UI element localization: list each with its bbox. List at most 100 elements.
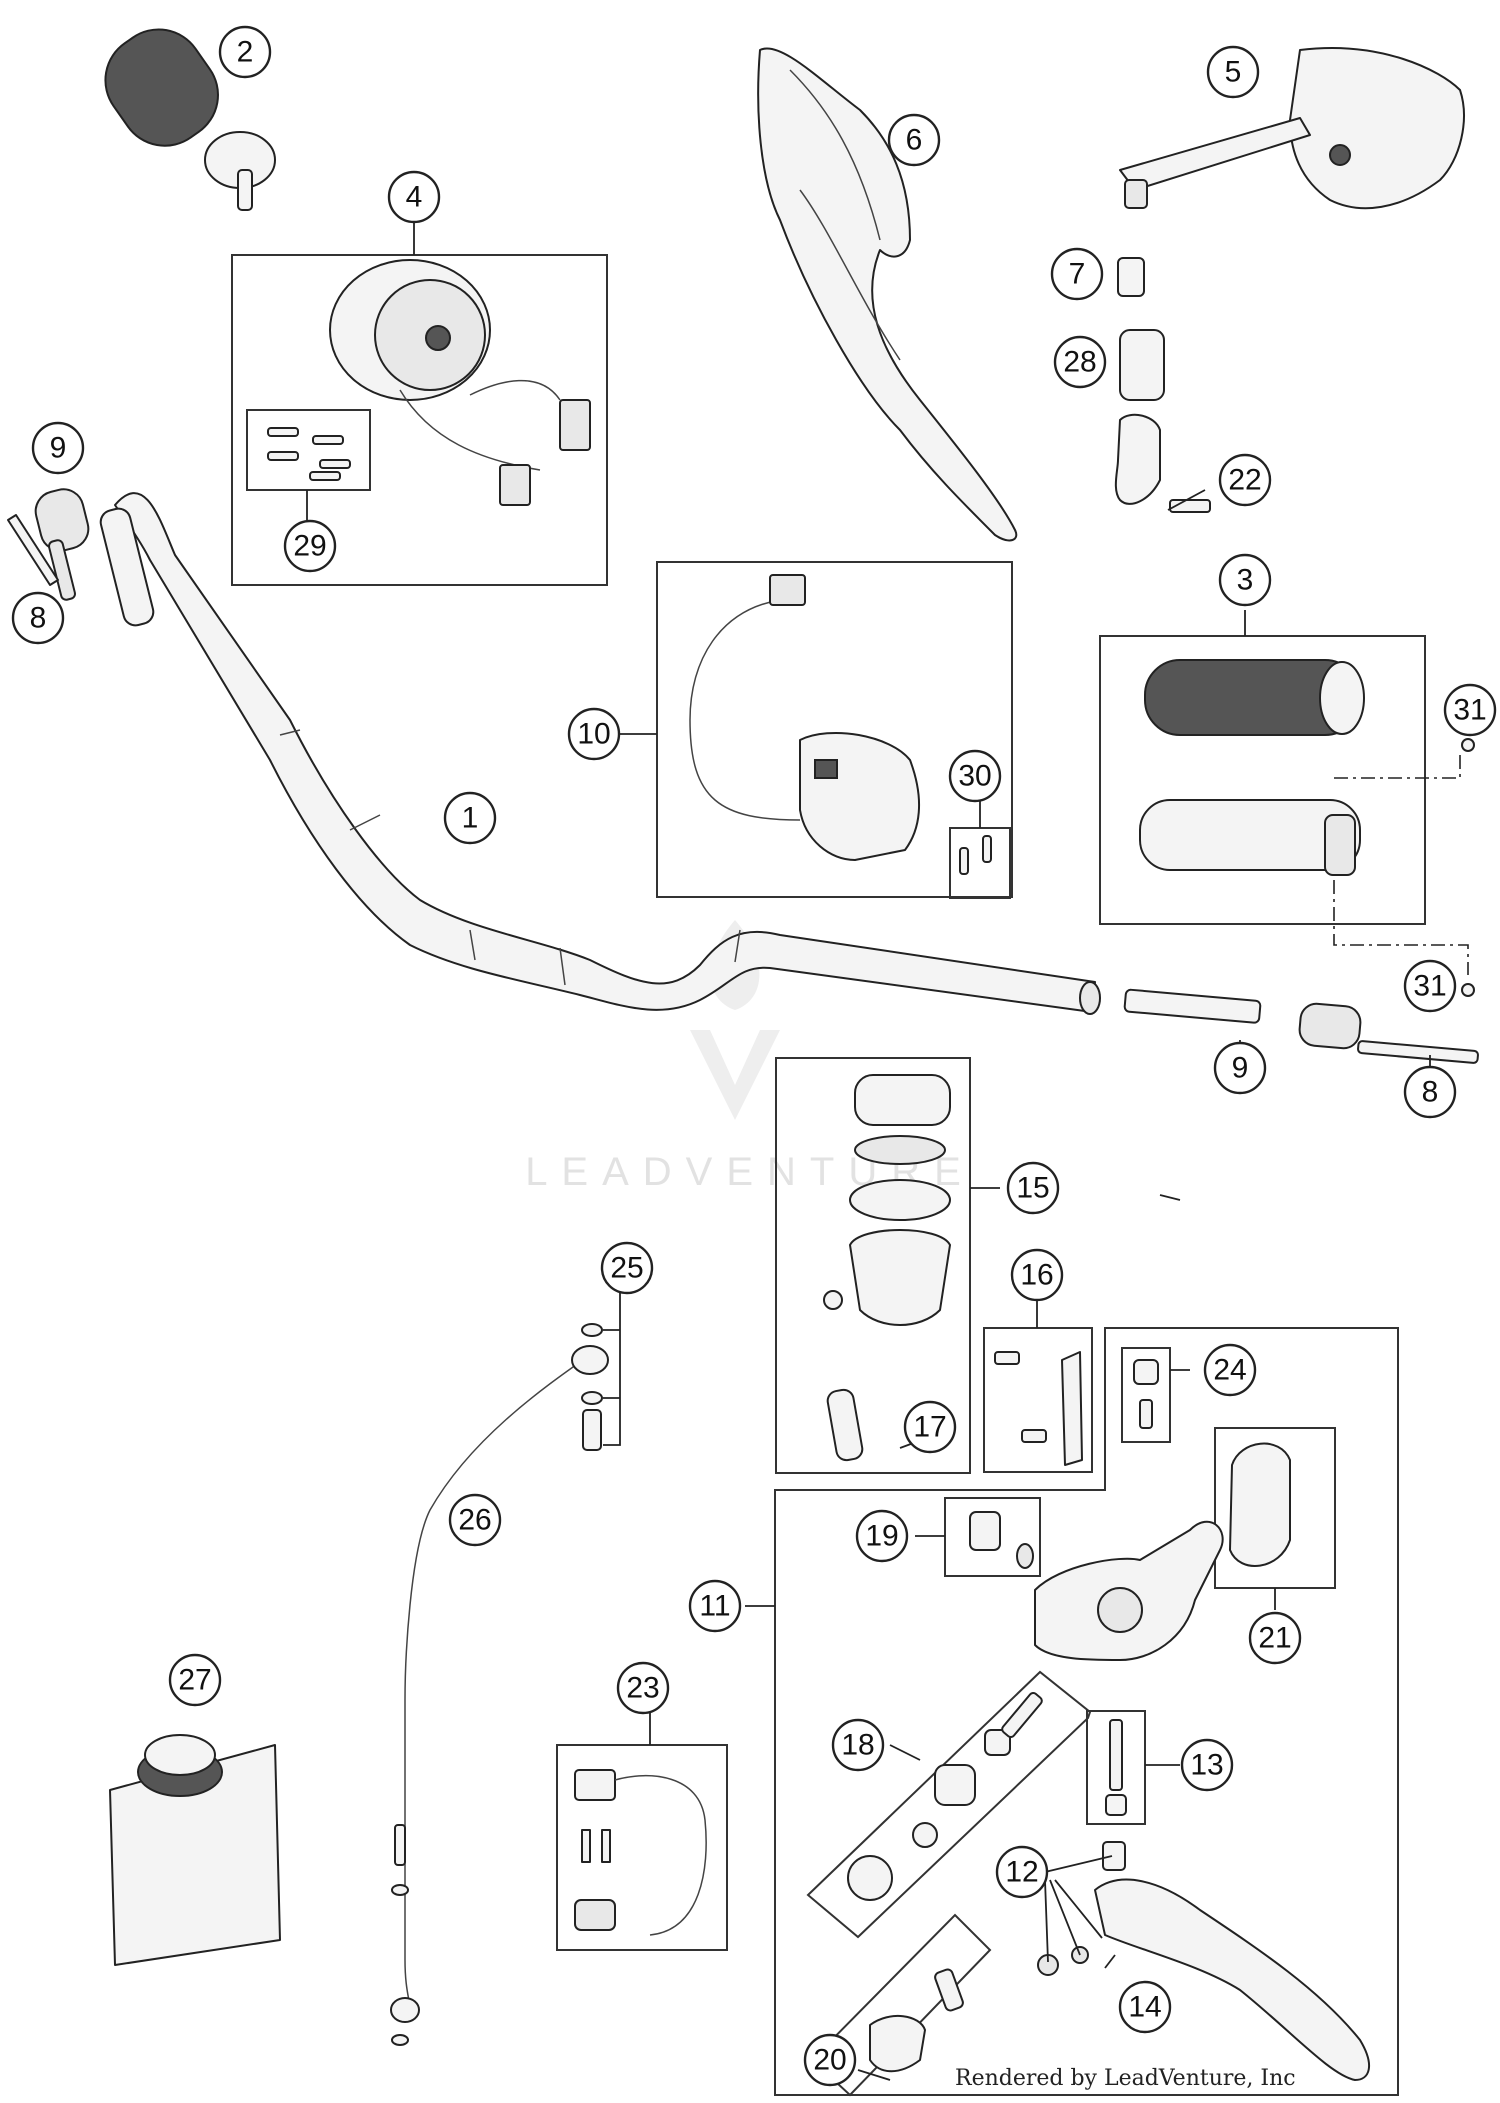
callout-31-top: 31 [1443, 683, 1497, 737]
svg-text:7: 7 [1069, 258, 1086, 291]
svg-text:26: 26 [458, 1504, 491, 1537]
o-ring [1016, 1543, 1034, 1569]
mirror [1119, 47, 1465, 210]
brake-master-cylinder [1034, 1520, 1224, 1661]
callout-8-right: 8 [1403, 1065, 1457, 1119]
callout-27: 27 [168, 1653, 222, 1707]
svg-text:9: 9 [50, 432, 67, 465]
svg-text:11: 11 [699, 1590, 730, 1623]
svg-text:9: 9 [1232, 1052, 1249, 1085]
brake-hose [390, 1323, 609, 2046]
callout-18: 18 [831, 1718, 885, 1772]
callout-3: 3 [1218, 553, 1272, 607]
piston-kit [847, 1691, 1043, 1901]
bleed-screw-cap [1133, 1359, 1159, 1385]
brake-lever [1037, 1841, 1370, 2081]
lever-adjuster [869, 1968, 964, 2073]
svg-text:31: 31 [1453, 694, 1486, 727]
svg-text:2: 2 [237, 36, 254, 69]
svg-text:8: 8 [30, 602, 47, 635]
callout-5: 5 [1206, 45, 1260, 99]
callout-7: 7 [1050, 247, 1104, 301]
svg-text:4: 4 [406, 181, 423, 214]
handlebar-clamp [1229, 1442, 1291, 1567]
callout-30: 30 [948, 749, 1002, 803]
svg-text:1: 1 [462, 802, 479, 835]
callout-24: 24 [1203, 1343, 1257, 1397]
callout-10: 10 [567, 707, 621, 761]
screw-31a [1461, 738, 1475, 752]
svg-text:5: 5 [1225, 56, 1242, 89]
svg-text:12: 12 [1005, 1856, 1038, 1889]
callout-16: 16 [1010, 1248, 1064, 1302]
svg-text:3: 3 [1237, 564, 1254, 597]
callout-12: 12 [995, 1845, 1049, 1899]
box-part-18 [806, 1670, 1092, 1939]
screw-31b [1461, 983, 1475, 997]
callout-17: 17 [903, 1400, 957, 1454]
box-part-29 [246, 409, 371, 491]
leader-lines [306, 222, 1431, 2081]
box-part-15 [775, 1057, 971, 1474]
svg-text:22: 22 [1228, 464, 1261, 497]
svg-text:25: 25 [610, 1252, 643, 1285]
svg-text:24: 24 [1213, 1354, 1246, 1387]
mirror-adapter [1119, 329, 1165, 401]
bleed-screw [1139, 1399, 1153, 1429]
svg-text:17: 17 [913, 1411, 946, 1444]
svg-text:29: 29 [293, 530, 326, 563]
svg-text:19: 19 [865, 1520, 898, 1553]
callout-21: 21 [1248, 1611, 1302, 1665]
callout-28: 28 [1053, 335, 1107, 389]
box-part-3 [1099, 635, 1426, 925]
callout-31-bottom: 31 [1403, 959, 1457, 1013]
svg-text:15: 15 [1016, 1172, 1049, 1205]
callout-15: 15 [1006, 1161, 1060, 1215]
callout-6: 6 [887, 113, 941, 167]
svg-text:21: 21 [1258, 1622, 1291, 1655]
svg-text:23: 23 [626, 1672, 659, 1705]
svg-text:6: 6 [906, 124, 923, 157]
svg-text:28: 28 [1063, 346, 1096, 379]
callout-11: 11 [688, 1579, 742, 1633]
svg-text:8: 8 [1422, 1076, 1439, 1109]
box-part-19 [944, 1497, 1041, 1577]
callout-19: 19 [855, 1509, 909, 1563]
box-part-4 [231, 254, 608, 586]
hand-guard [757, 47, 1018, 542]
callout-14: 14 [1118, 1980, 1172, 2034]
adapter-screw [1117, 257, 1145, 297]
callout-2: 2 [218, 25, 272, 79]
svg-text:16: 16 [1020, 1259, 1053, 1292]
brake-reservoir [823, 1074, 951, 1462]
svg-text:10: 10 [577, 718, 610, 751]
callout-25: 25 [600, 1241, 654, 1295]
box-part-16 [983, 1327, 1093, 1473]
box-part-24 [1121, 1347, 1171, 1443]
brake-fluid-bottle [109, 1734, 281, 1966]
brake-light-switch [574, 1769, 707, 1936]
throttle-grip [1139, 659, 1365, 876]
callout-22: 22 [1218, 453, 1272, 507]
svg-text:30: 30 [958, 760, 991, 793]
bracket-screw-a [994, 1351, 1020, 1365]
callout-23: 23 [616, 1661, 670, 1715]
svg-text:31: 31 [1413, 970, 1446, 1003]
callout-13: 13 [1180, 1738, 1234, 1792]
box-part-23 [556, 1744, 728, 1951]
callout-9-left: 9 [31, 421, 85, 475]
reservoir-bracket [1061, 1351, 1083, 1466]
mirror-clamp [1114, 413, 1161, 505]
brake-switch-19 [969, 1511, 1001, 1551]
footer-credit: Rendered by LeadVenture, Inc [955, 2066, 1296, 2091]
callout-8-left: 8 [11, 591, 65, 645]
callout-9-right: 9 [1213, 1041, 1267, 1095]
switch-left [267, 259, 591, 506]
callout-1: 1 [443, 791, 497, 845]
dash-line-31a [1334, 752, 1461, 779]
callout-26: 26 [448, 1493, 502, 1547]
svg-text:14: 14 [1128, 1991, 1161, 2024]
box-part-10 [656, 561, 1013, 898]
svg-text:20: 20 [813, 2044, 846, 2077]
